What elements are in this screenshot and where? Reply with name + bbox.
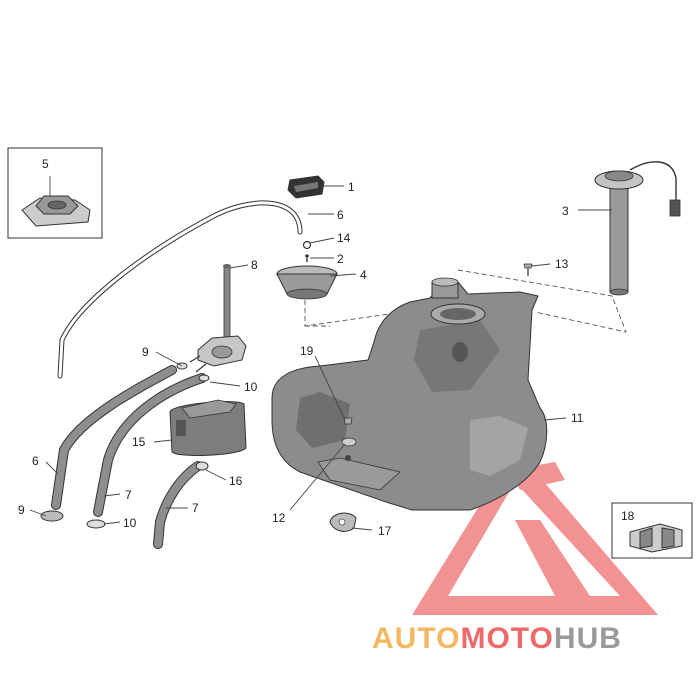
callout-6-top: 6	[337, 208, 344, 222]
callout-10-bottom: 10	[123, 516, 137, 530]
callout-9-top: 9	[142, 345, 149, 359]
watermark-hub: HUB	[554, 622, 622, 655]
fuel-tank	[271, 277, 548, 511]
callout-12: 12	[272, 511, 286, 525]
callout-1: 1	[348, 180, 355, 194]
callout-13: 13	[555, 257, 569, 271]
fuel-level-sender	[594, 161, 681, 296]
callout-8: 8	[251, 258, 258, 272]
cap	[287, 175, 325, 199]
fuel-valve	[189, 264, 247, 373]
callout-17: 17	[378, 524, 392, 538]
inset-box-clamp	[611, 502, 693, 559]
callout-15: 15	[132, 435, 146, 449]
callout-10-top: 10	[244, 380, 258, 394]
alignment-guides	[304, 269, 627, 333]
callout-7-left: 7	[125, 488, 132, 502]
callout-14: 14	[337, 231, 351, 245]
leader-lines	[29, 185, 612, 531]
filler-gasket	[276, 265, 338, 300]
callout-11: 11	[571, 411, 584, 425]
callout-4: 4	[360, 268, 367, 282]
callout-9-bottom: 9	[18, 503, 25, 517]
watermark-moto: MOTO	[460, 622, 553, 655]
callout-2: 2	[337, 252, 344, 266]
watermark-auto: AUTO	[372, 622, 460, 655]
callout-16: 16	[229, 474, 243, 488]
inset-box-clip	[7, 147, 103, 239]
callout-3: 3	[562, 204, 569, 218]
watermark-text: AUTOMOTOHUB	[372, 622, 622, 655]
callout-19: 19	[300, 344, 314, 358]
hoses	[40, 200, 303, 549]
callout-5: 5	[42, 157, 49, 171]
small-fittings	[302, 240, 533, 532]
callout-18: 18	[621, 509, 635, 523]
callout-7-right: 7	[192, 501, 199, 515]
callout-6-bottom: 6	[32, 454, 39, 468]
filter-holder	[169, 399, 247, 456]
